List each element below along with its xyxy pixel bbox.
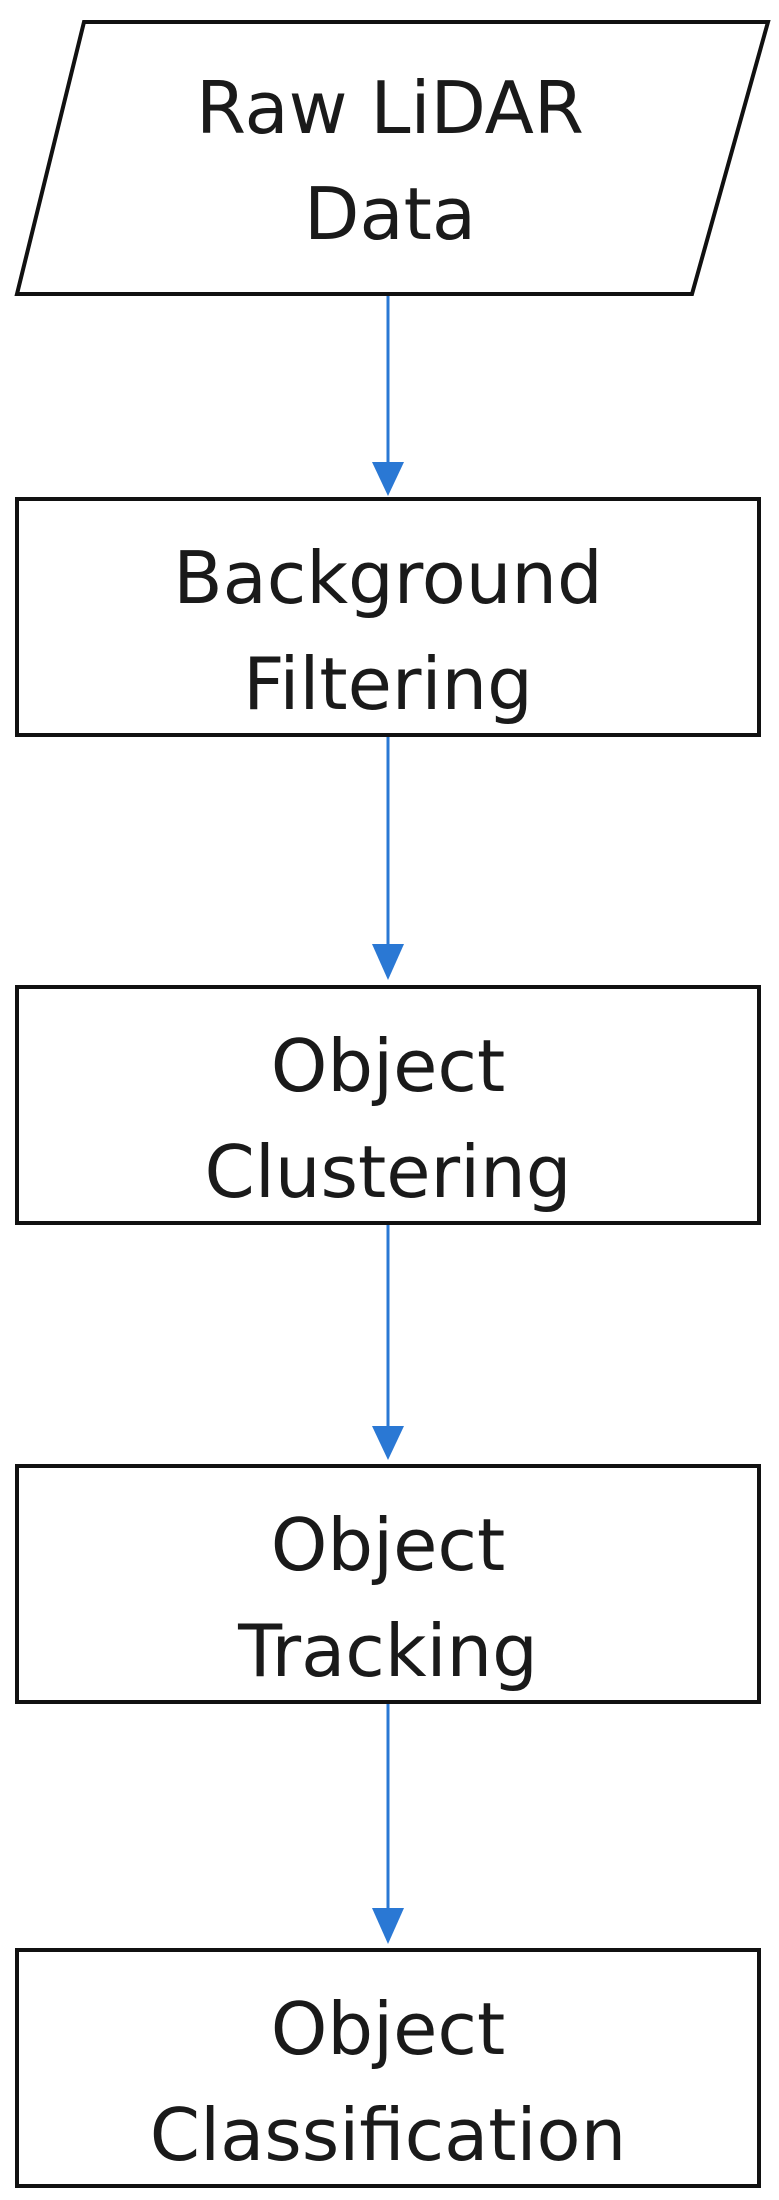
edge-tracking-to-classification [372,1704,404,1944]
node-background-filtering-shape [15,497,761,737]
node-object-clustering-line-2: Clustering [205,1130,572,1214]
node-background-filtering: Background Filtering [15,497,761,737]
node-background-filtering-line-1: Background [173,536,603,620]
node-object-tracking: Object Tracking [15,1464,761,1704]
node-object-tracking-line-1: Object [271,1503,506,1587]
edge-raw-to-background-arrowhead [372,462,404,496]
node-object-classification: Object Classification [15,1948,761,2188]
node-object-classification-line-2: Classification [150,2093,626,2177]
edge-background-to-clustering [372,737,404,980]
edge-clustering-to-tracking [372,1225,404,1460]
node-object-tracking-line-2: Tracking [237,1609,538,1693]
node-raw-lidar-data-line-2: Data [304,172,476,256]
node-object-classification-line-1: Object [271,1987,506,2071]
node-object-clustering-shape [15,985,761,1225]
node-object-classification-shape [15,1948,761,2188]
edge-raw-to-background [372,296,404,496]
node-background-filtering-line-2: Filtering [243,642,533,726]
edge-tracking-to-classification-arrowhead [372,1908,404,1944]
edge-clustering-to-tracking-arrowhead [372,1426,404,1460]
node-object-tracking-shape [15,1464,761,1704]
node-raw-lidar-data: Raw LiDAR Data [14,20,771,296]
node-raw-lidar-data-shape [14,20,771,296]
node-object-clustering: Object Clustering [15,985,761,1225]
node-raw-lidar-data-line-1: Raw LiDAR [196,66,584,150]
edge-background-to-clustering-arrowhead [372,944,404,980]
node-object-clustering-line-1: Object [271,1024,506,1108]
